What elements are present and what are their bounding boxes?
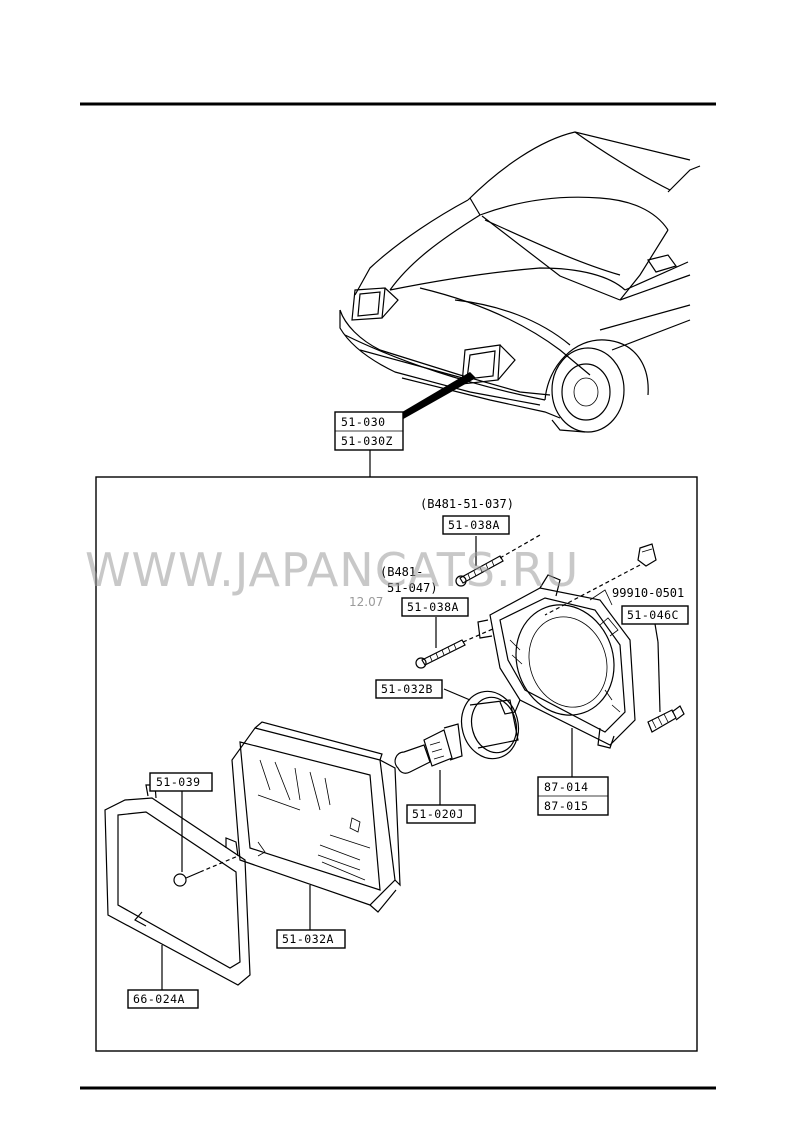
svg-text:51-038A: 51-038A	[407, 600, 459, 614]
clip-part	[544, 543, 657, 616]
assembly-part-bottom: 51-030Z	[341, 434, 393, 448]
housing-part-top: 87-014	[544, 780, 589, 794]
housing-bracket	[477, 574, 636, 749]
svg-text:51-032B: 51-032B	[381, 682, 433, 696]
lower-screw-ref-b: 51-047)	[387, 581, 438, 595]
ring-callout: 51-032B	[375, 679, 443, 699]
retainer-screw	[173, 790, 239, 887]
housing-callout: 87-014 87-015	[537, 728, 609, 816]
adjuster-callout: 51-046C	[621, 605, 689, 643]
assembly-part-top: 51-030	[341, 415, 386, 429]
svg-text:51-020J: 51-020J	[412, 807, 464, 821]
assembly-pointer	[392, 372, 476, 422]
ring-part	[443, 688, 520, 760]
headlamp-unit	[231, 721, 401, 930]
bezel-callout: 66-024A	[127, 989, 199, 1009]
detail-frame	[95, 476, 698, 1052]
lower-screw-ref-a: (B481-	[380, 565, 423, 579]
lower-screw-callout: 51-038A	[401, 597, 469, 617]
svg-text:51-038A: 51-038A	[448, 518, 500, 532]
watermark-code: 12.07	[349, 595, 383, 609]
lower-screw	[415, 617, 496, 669]
car-illustration	[339, 131, 701, 433]
retainer-screw-callout: 51-039	[149, 772, 213, 792]
upper-screw	[455, 534, 541, 587]
svg-text:51-032A: 51-032A	[282, 932, 334, 946]
watermark-text: WWW.JAPANCATS.RU	[85, 543, 579, 597]
housing-part-bottom: 87-015	[544, 799, 589, 813]
svg-text:51-046C: 51-046C	[627, 608, 679, 622]
upper-screw-ref: (B481-51-037)	[420, 497, 514, 511]
adjuster-part	[647, 641, 685, 733]
assembly-callout: 51-030 51-030Z	[334, 411, 404, 477]
bezel-ring	[104, 784, 251, 990]
clip-part-number: 99910-0501	[612, 586, 684, 600]
headlamp-callout: 51-032A	[276, 929, 346, 949]
svg-text:51-039: 51-039	[156, 775, 201, 789]
bulb-part	[394, 723, 463, 805]
svg-text:66-024A: 66-024A	[133, 992, 185, 1006]
bulb-callout: 51-020J	[406, 804, 476, 824]
upper-screw-callout: 51-038A	[442, 515, 510, 535]
